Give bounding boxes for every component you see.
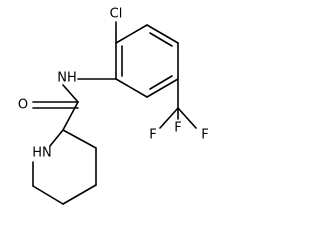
bond-ring-c4-c5 — [146, 78, 179, 98]
chlorine-label: Cl — [110, 7, 123, 22]
ring-nitrogen-label: HN — [32, 146, 52, 161]
bond-pip-c5-c6 — [32, 185, 64, 205]
bond-ring-c2-c3 — [146, 24, 179, 44]
bond-cf3-f3 — [177, 107, 197, 129]
structure-diagram: Cl NH O HN F F F — [18, 7, 209, 205]
bonds — [32, 21, 197, 205]
amide-nitrogen-label: NH — [57, 71, 77, 86]
bond-ring-c5-c6 — [115, 78, 148, 98]
bond-ring-c1-c2 — [115, 24, 148, 44]
bond-pip-c2-n1 — [49, 129, 64, 147]
bond-ring-c2-c3-inner — [149, 32, 173, 47]
bond-cf3-f2 — [159, 107, 179, 129]
bond-carbonyl-c2 — [62, 101, 79, 131]
fluorine-label-2: F — [149, 128, 156, 143]
atom-labels: Cl NH O HN F F F — [18, 7, 209, 161]
carbonyl-oxygen-label: O — [18, 98, 28, 113]
fluorine-label-1: F — [174, 121, 181, 136]
bond-nh-carbonyl — [62, 84, 79, 103]
fluorine-label-3: F — [201, 128, 208, 143]
bond-pip-c4-c5 — [62, 184, 97, 205]
bond-ring-c4-c5-inner — [149, 75, 173, 90]
bond-pip-c2-c3 — [62, 129, 97, 149]
